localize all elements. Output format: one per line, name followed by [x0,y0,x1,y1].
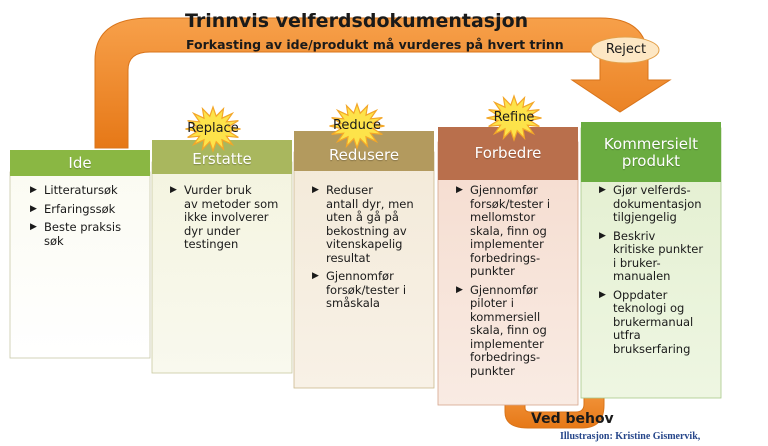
col-header-bg-1 [10,150,150,176]
reject-label: Reject [605,42,647,57]
bullet-arrow-icon: ▶ [599,230,606,241]
diagram-title: Trinnvis velferdsdokumentasjon [185,10,529,32]
star-refine [486,94,542,142]
list-item: ▶Oppdater teknologi og brukermanual utfr… [599,287,694,356]
ved-behov-label: Ved behov [531,411,614,427]
bullet-arrow-icon: ▶ [170,185,177,195]
col-header-bg-5 [581,122,721,182]
illustration-credit: Illustrasjon: Kristine Gismervik, [560,431,701,442]
list-item: ▶Gjennomfør forsøk/tester i mellomstor s… [456,183,551,278]
col-body-redusere: ▶Reduser antall dyr, men uten å gå på be… [304,178,434,322]
col-body-bg-2 [151,161,293,374]
list-item: ▶Vurder bruk av metoder som ikke involve… [170,183,279,251]
col-body-ide: ▶Litteratursøk ▶Erfaringssøk ▶Beste prak… [22,178,150,259]
col-body-erstatte: ▶Vurder bruk av metoder som ikke involve… [162,178,292,263]
list-item: ▶Gjennomfør forsøk/tester i småskala [312,269,407,310]
bullet-arrow-icon: ▶ [599,185,606,195]
star-replace [185,105,241,153]
col-body-bg-3 [293,151,435,389]
star-label-replace: Replace [187,121,239,136]
list-item: ▶Litteratursøk [30,183,118,197]
col-header-redusere: Redusere [328,145,400,164]
list-item: ▶Gjennomfør piloter i kommersiell skala,… [456,282,547,378]
bullet-arrow-icon: ▶ [30,185,37,195]
bullet-arrow-icon: ▶ [30,203,37,214]
list-item: ▶Beskriv kritiske punkter i bruker- manu… [599,228,704,283]
star-label-refine: Refine [493,110,535,125]
star-label-reduce: Reduce [332,118,382,133]
list-item: ▶Beste praksis søk [30,220,122,248]
bullet-arrow-icon: ▶ [312,185,319,195]
col-header-bg-4 [438,127,578,180]
col-body-forbedre: ▶Gjennomfør forsøk/tester i mellomstor s… [448,178,578,389]
col-body-bg-1 [9,171,151,359]
diagram-subtitle: Forkasting av ide/produkt må vurderes på… [186,37,564,52]
star-reduce [329,102,385,150]
col-body-bg-4 [437,141,579,406]
bullet-arrow-icon: ▶ [312,271,319,281]
list-item: ▶Reduser antall dyr, men uten å gå på be… [312,183,414,265]
bullet-arrow-icon: ▶ [30,222,37,232]
bullet-arrow-icon: ▶ [456,185,463,195]
col-body-kommersielt-produkt: ▶Gjør velferds- dokumentasjon tilgjengel… [591,178,721,367]
reject-arc-arrow [94,17,672,149]
list-item: ▶Erfaringssøk [30,201,116,216]
col-header-kommersielt-produkt: Kommersielt produkt [603,135,699,170]
col-header-forbedre: Forbedre [474,143,542,162]
col-header-erstatte: Erstatte [192,149,252,168]
bullet-arrow-icon: ▶ [456,284,463,295]
reject-bubble [590,36,660,64]
list-item: ▶Gjør velferds- dokumentasjon tilgjengel… [599,183,702,224]
bullet-arrow-icon: ▶ [599,289,606,300]
col-header-ide: Ide [68,153,92,172]
